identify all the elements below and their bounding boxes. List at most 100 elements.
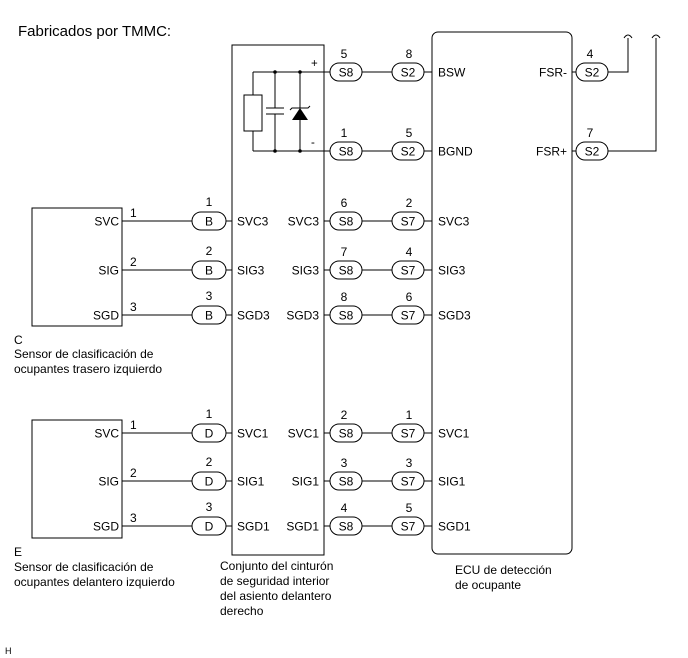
terminal-label: SVC3 xyxy=(237,215,269,229)
connector-pill xyxy=(329,471,363,491)
buckle-assembly-box xyxy=(231,44,325,556)
connector-label: S2 xyxy=(585,145,600,159)
terminal-label: BSW xyxy=(438,66,466,80)
connector-label: S7 xyxy=(401,215,416,229)
connector-label: S8 xyxy=(339,264,354,278)
component-name: ECU de detección xyxy=(455,563,552,577)
connector-label: D xyxy=(205,475,214,489)
component-name: Sensor de clasificación de xyxy=(14,560,154,574)
pin-label: SVC xyxy=(94,215,119,229)
component-name: Sensor de clasificación de xyxy=(14,347,154,361)
terminal-label: SVC3 xyxy=(438,215,470,229)
terminal-label: SVC1 xyxy=(288,427,320,441)
terminal-label: SVC1 xyxy=(438,427,470,441)
ecu-terminals: BSW BGND SVC3 SIG3 SGD3 SVC1 SIG1 SGD1 F… xyxy=(438,66,567,534)
component-name: derecho xyxy=(220,604,264,618)
pin-label: SIG xyxy=(98,475,119,489)
front-sensor-box xyxy=(31,419,123,539)
connector-label: S8 xyxy=(339,66,354,80)
terminal-label: SIG3 xyxy=(292,264,320,278)
connector-pill xyxy=(391,260,425,280)
pin-label: SVC xyxy=(94,427,119,441)
pin-number: 8 xyxy=(341,290,348,304)
pin-number: 1 xyxy=(341,126,348,140)
connector-label: S8 xyxy=(339,145,354,159)
ecu-caption: ECU de detección de ocupante xyxy=(455,563,552,592)
component-name: ocupantes trasero izquierdo xyxy=(14,362,162,376)
component-name: de ocupante xyxy=(455,578,521,592)
connector-label: S7 xyxy=(401,427,416,441)
pin-number: 3 xyxy=(206,500,213,514)
connector-pill xyxy=(329,141,363,161)
terminal-label: SGD3 xyxy=(237,309,270,323)
terminal-label: SGD3 xyxy=(286,309,319,323)
connector-pill xyxy=(575,62,609,82)
connector-pill xyxy=(329,211,363,231)
connector-pill xyxy=(191,423,227,443)
connectors: S8 S2 S8 S2 B S8 S7 B S8 S7 B S8 S7 D S8 xyxy=(191,62,609,536)
terminal-label: SIG3 xyxy=(438,264,466,278)
diagram-title: Fabricados por TMMC: xyxy=(18,23,171,40)
pin-numbers: 5 8 1 5 1 6 2 2 7 4 3 8 6 1 2 1 2 3 3 3 … xyxy=(206,47,594,515)
pin-number: 2 xyxy=(406,196,413,210)
connector-label: S2 xyxy=(401,145,416,159)
connector-label: B xyxy=(205,215,213,229)
buckle-terminals: SVC3 SVC3 SIG3 SIG3 SGD3 SGD3 SVC1 SVC1 … xyxy=(237,215,319,534)
connector-label: S2 xyxy=(401,66,416,80)
pin-label: SGD xyxy=(93,309,119,323)
pin-number: 3 xyxy=(130,511,137,525)
pin-number: 5 xyxy=(406,501,413,515)
pin-number: 4 xyxy=(587,47,594,61)
buckle-switch-circuit: + - xyxy=(243,58,324,153)
front-sensor-pins: SVC 1 SIG 2 SGD 3 xyxy=(93,418,137,534)
buckle-caption: Conjunto del cinturón de seguridad inter… xyxy=(220,559,333,618)
connector-pill xyxy=(391,141,425,161)
connector-pill xyxy=(191,516,227,536)
pin-number: 5 xyxy=(341,47,348,61)
connector-pill xyxy=(329,305,363,325)
terminal-label: FSR+ xyxy=(536,145,567,159)
connector-label: D xyxy=(205,427,214,441)
pin-number: 2 xyxy=(341,408,348,422)
component-name: del asiento delantero xyxy=(220,589,332,603)
terminal-label: BGND xyxy=(438,145,473,159)
connector-pill xyxy=(391,305,425,325)
wires xyxy=(122,34,661,527)
connector-label: S8 xyxy=(339,309,354,323)
terminal-label: SGD1 xyxy=(438,520,471,534)
pin-number: 1 xyxy=(130,206,137,220)
connector-pill xyxy=(329,423,363,443)
connector-pill xyxy=(191,211,227,231)
connector-label: D xyxy=(205,520,214,534)
connector-label: B xyxy=(205,309,213,323)
pin-number: 4 xyxy=(406,245,413,259)
connector-pill xyxy=(391,423,425,443)
terminal-label: SIG3 xyxy=(237,264,265,278)
component-name: Conjunto del cinturón xyxy=(220,559,333,573)
zener-diode-icon xyxy=(292,108,308,120)
connector-pill xyxy=(329,62,363,82)
pin-label: SGD xyxy=(93,520,119,534)
switch-minus-sign: - xyxy=(311,137,315,149)
component-name: ocupantes delantero izquierdo xyxy=(14,575,175,589)
pin-number: 7 xyxy=(341,245,348,259)
pin-number: 8 xyxy=(406,47,413,61)
terminal-label: SIG1 xyxy=(292,475,320,489)
connector-label: B xyxy=(205,264,213,278)
connector-pill xyxy=(329,260,363,280)
connector-pill xyxy=(329,516,363,536)
terminal-label: SVC1 xyxy=(237,427,269,441)
pin-number: 3 xyxy=(406,456,413,470)
pin-number: 1 xyxy=(206,407,213,421)
terminal-label: SVC3 xyxy=(288,215,320,229)
pin-number: 7 xyxy=(587,126,594,140)
pin-number: 2 xyxy=(206,244,213,258)
connector-label: S7 xyxy=(401,264,416,278)
connector-pill xyxy=(391,516,425,536)
connector-pill xyxy=(191,471,227,491)
terminal-label: SIG1 xyxy=(237,475,265,489)
pin-number: 1 xyxy=(206,195,213,209)
pin-number: 3 xyxy=(130,300,137,314)
pin-number: 1 xyxy=(406,408,413,422)
